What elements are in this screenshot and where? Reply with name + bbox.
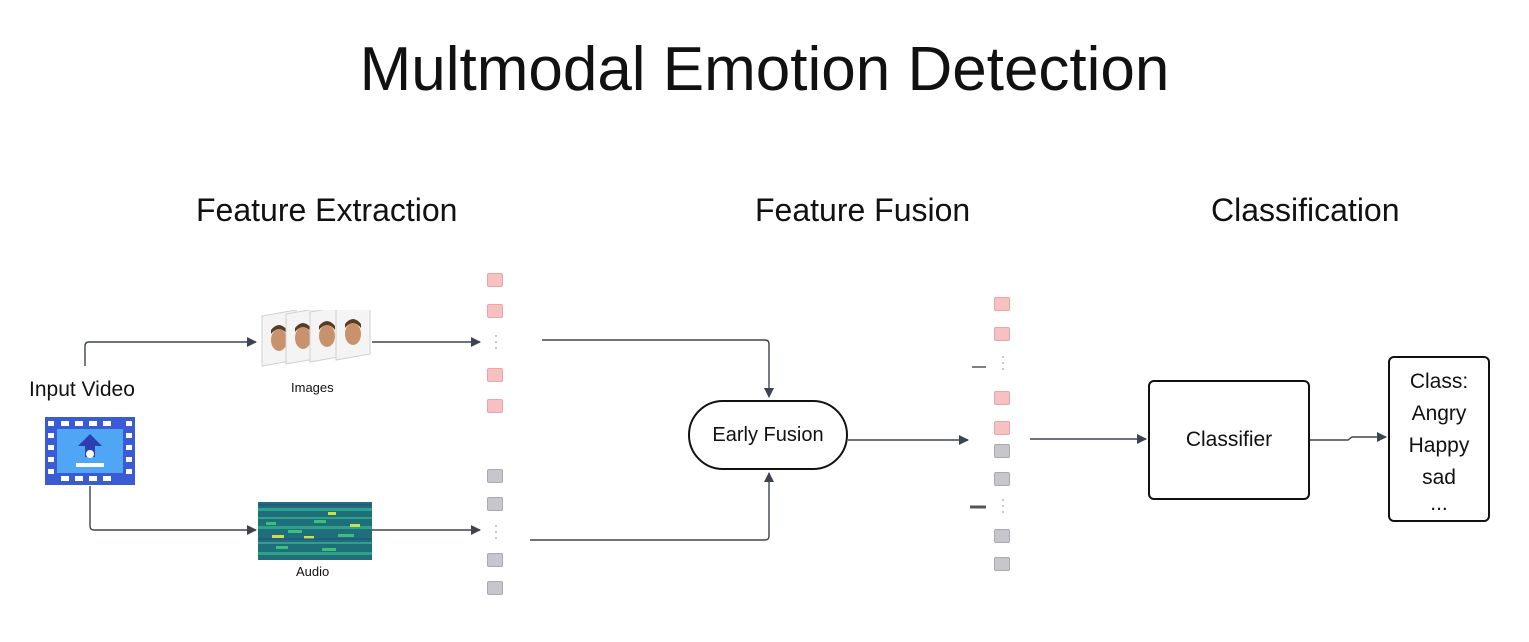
output-class-ellipsis: ... — [1430, 492, 1448, 515]
fused-feature-cell — [994, 421, 1010, 435]
input-video-label: Input Video — [29, 378, 135, 401]
image-feature-cell — [487, 304, 503, 318]
fused-feature-ellipsis — [1002, 499, 1004, 517]
fused-feature-cell — [994, 444, 1010, 458]
fused-feature-cell — [994, 557, 1010, 571]
early-fusion-node: Early Fusion — [688, 400, 848, 470]
image-feature-cell — [487, 273, 503, 287]
audio-feature-ellipsis — [495, 525, 497, 543]
image-feature-cell — [487, 368, 503, 382]
arrow-video-to-audio — [89, 486, 257, 535]
fused-feature-ellipsis — [1002, 356, 1004, 374]
fused-feature-cell — [994, 327, 1010, 341]
audio-feature-cell — [487, 553, 503, 567]
fused-feature-cell — [994, 297, 1010, 311]
audio-feature-cell — [487, 581, 503, 595]
video-upload-icon — [45, 417, 135, 485]
image-feature-cell — [487, 399, 503, 413]
fused-feature-cell — [994, 529, 1010, 543]
arrow-audio-features-to-fusion — [530, 472, 774, 541]
output-class: Angry — [1411, 402, 1467, 425]
section-classification: Classification — [1211, 192, 1400, 228]
fused-feature-cell — [994, 391, 1010, 405]
audio-feature-cell — [487, 469, 503, 483]
output-classes-box: Class: Angry Happy sad ... — [1388, 356, 1490, 522]
diagram-title: Multmodal Emotion Detection — [359, 35, 1170, 104]
arrow-image-features-to-fusion — [542, 339, 774, 398]
image-feature-ellipsis — [495, 335, 497, 353]
output-class: sad — [1422, 466, 1456, 489]
section-feature-fusion: Feature Fusion — [755, 192, 971, 228]
classifier-node: Classifier — [1148, 380, 1310, 500]
arrow-video-to-images — [84, 337, 257, 366]
audio-label: Audio — [296, 564, 330, 579]
output-header: Class: — [1409, 370, 1469, 393]
audio-spectrogram — [258, 502, 372, 560]
fused-feature-cell — [994, 472, 1010, 486]
audio-feature-cell — [487, 497, 503, 511]
images-label: Images — [291, 380, 334, 395]
output-class: Happy — [1408, 434, 1470, 457]
section-feature-extraction: Feature Extraction — [196, 192, 458, 228]
arrow-classifier-to-output — [1310, 432, 1387, 442]
face-frames-image — [258, 303, 374, 370]
